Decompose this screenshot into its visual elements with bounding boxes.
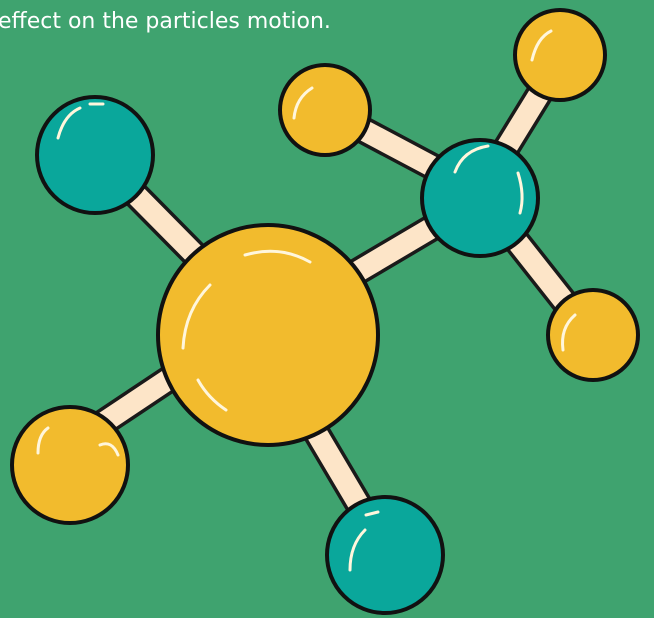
atom-yellow-large-center bbox=[156, 223, 380, 447]
atom-highlights bbox=[36, 29, 577, 572]
atom-teal-bottom bbox=[325, 495, 445, 615]
atom-teal-center-right bbox=[420, 138, 540, 258]
atom-yellow-left bbox=[10, 405, 130, 525]
atoms bbox=[10, 8, 640, 615]
atom-yellow-small-top bbox=[278, 63, 372, 157]
caption-text: effect on the particles motion. bbox=[0, 9, 331, 34]
atom-teal-top-left bbox=[35, 95, 155, 215]
bond bbox=[89, 364, 186, 436]
atom-yellow-top-right bbox=[513, 8, 607, 102]
atom-yellow-right bbox=[546, 288, 640, 382]
